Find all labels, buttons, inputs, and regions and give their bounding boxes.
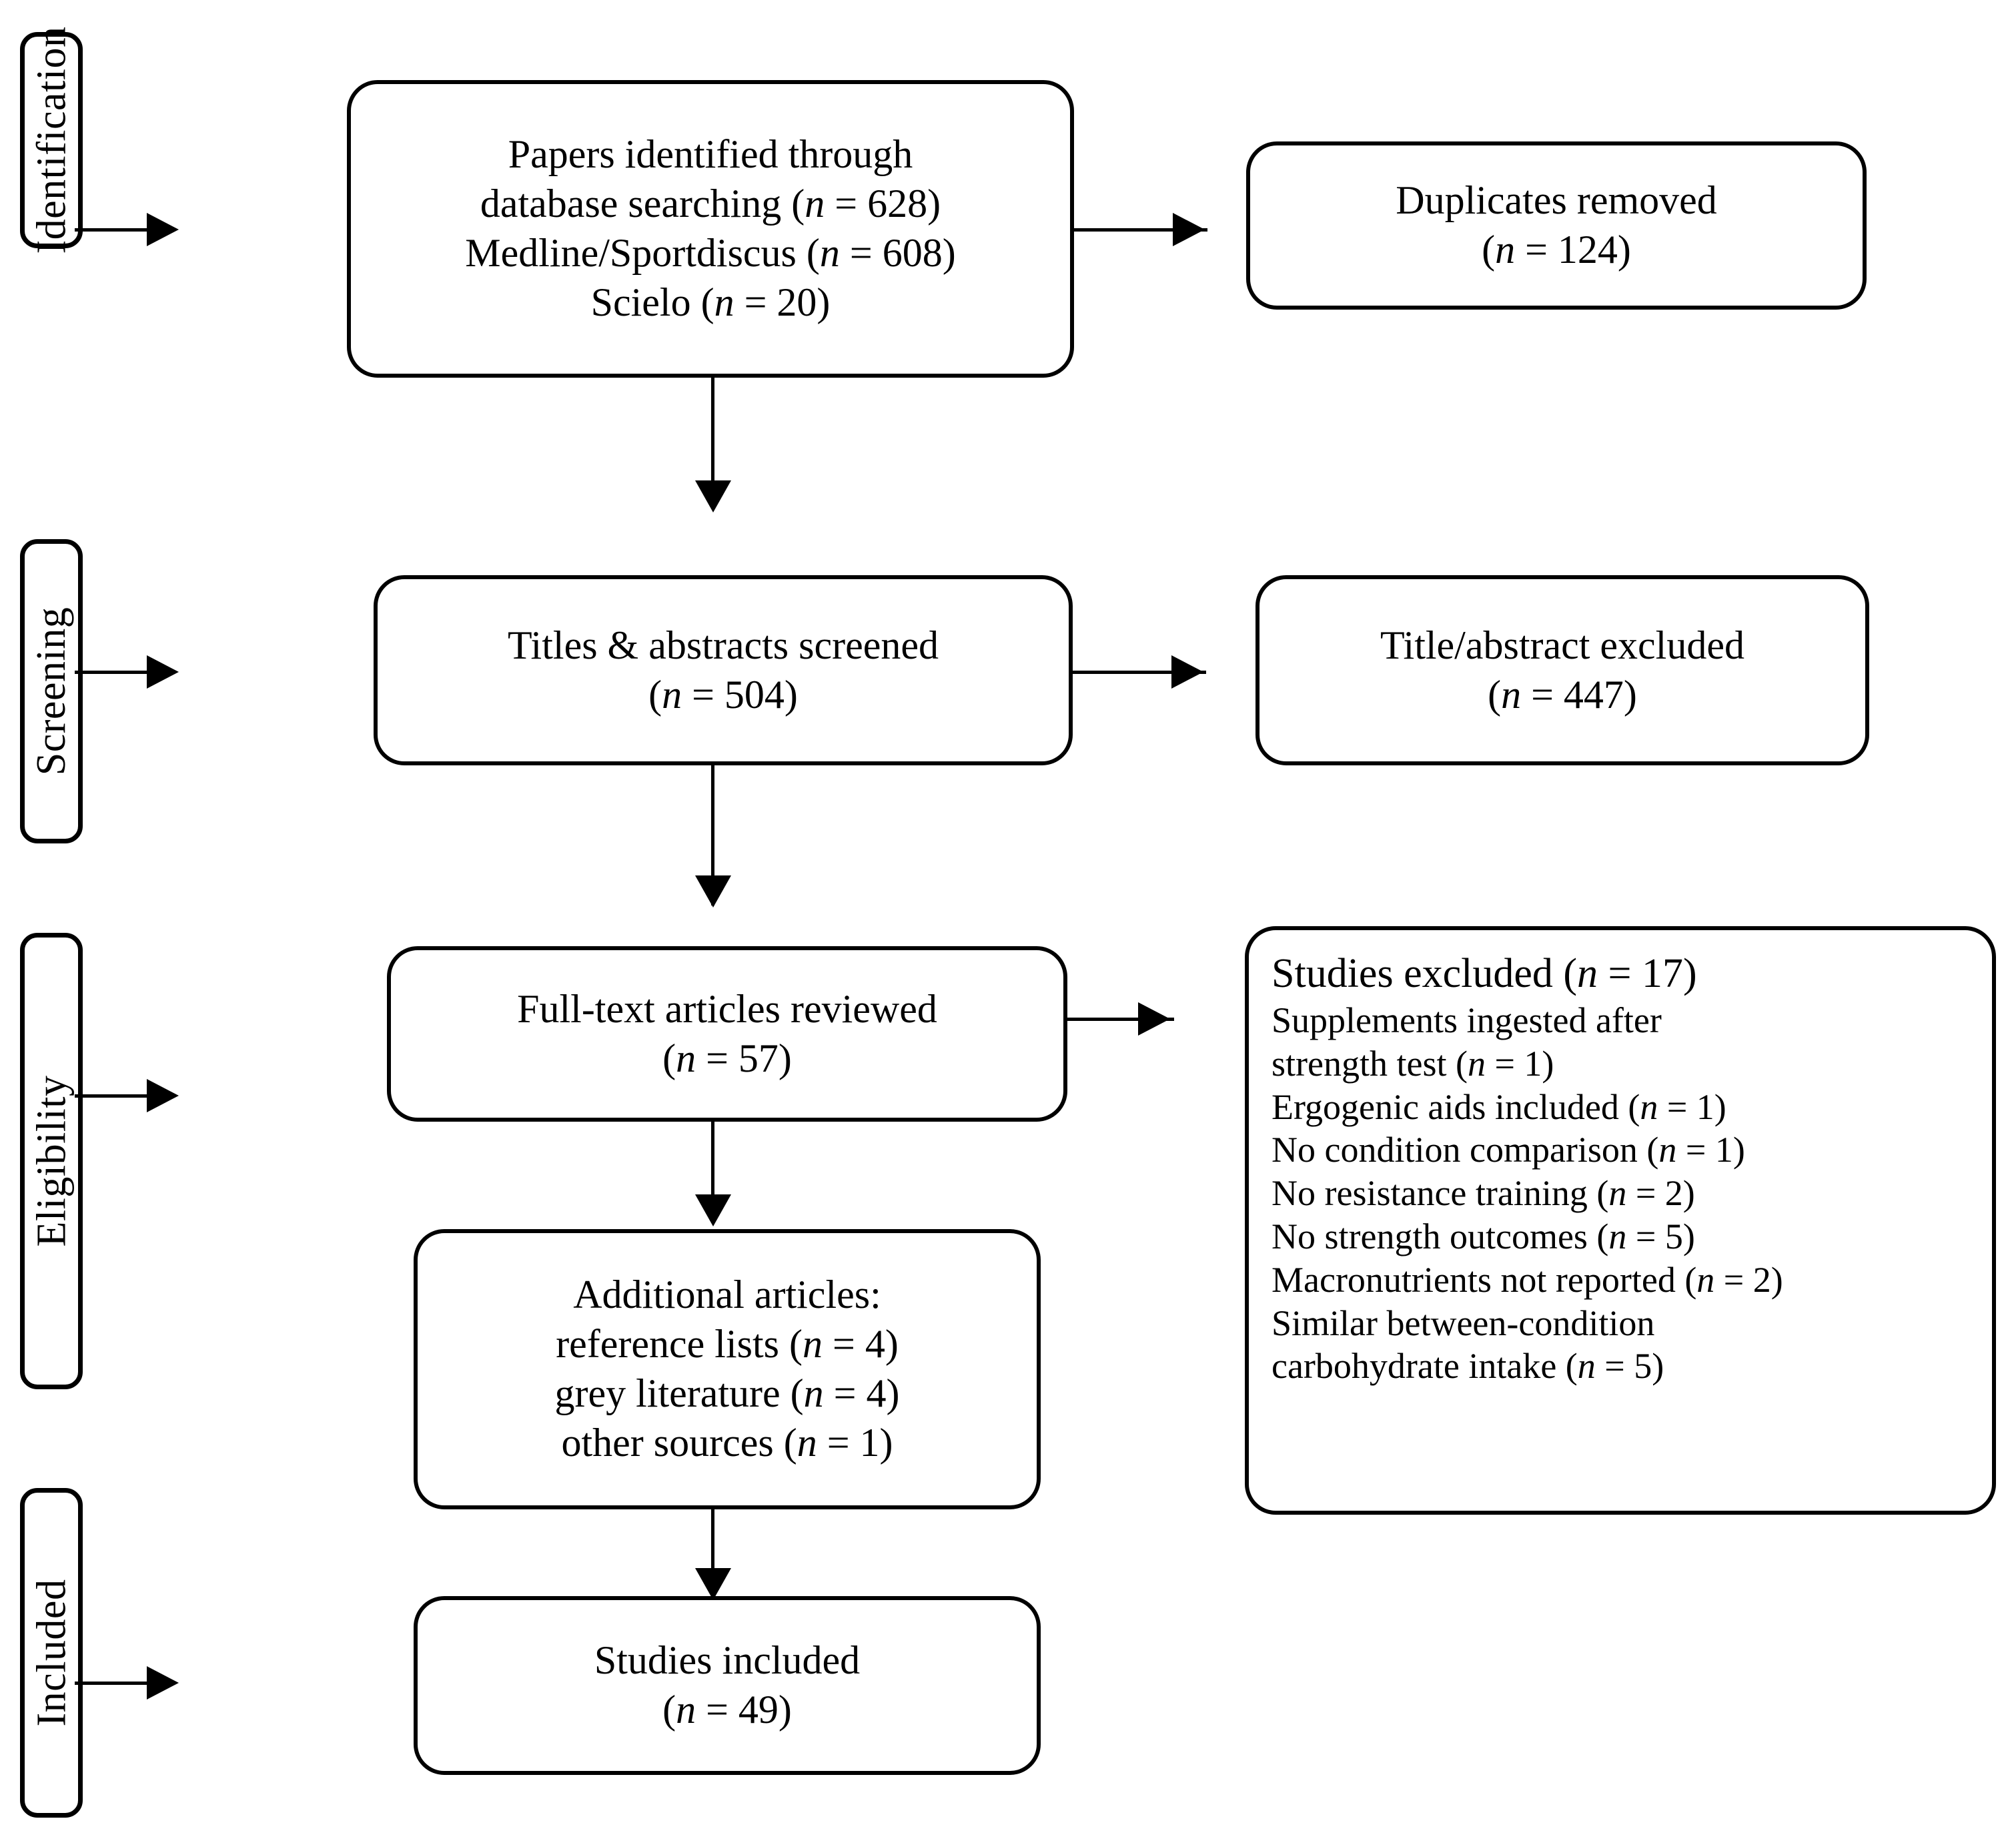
- exclusion-reason: No resistance training (n = 2): [1272, 1173, 1695, 1214]
- connector-included-entry: [75, 1682, 148, 1685]
- node-line: (n = 57): [662, 1036, 792, 1080]
- exclusion-reason: carbohydrate intake (n = 5): [1272, 1346, 1664, 1387]
- arrowhead-additional: [695, 1194, 731, 1226]
- node-title-abstract-excluded[interactable]: Title/abstract excluded (n = 447): [1255, 575, 1869, 765]
- node-full-text-articles-reviewed[interactable]: Full-text articles reviewed (n = 57): [387, 946, 1067, 1122]
- node-line: (n = 504): [648, 672, 798, 717]
- exclusion-reason: Ergogenic aids included (n = 1): [1272, 1086, 1726, 1127]
- arrowhead-included-entry: [147, 1666, 179, 1700]
- node-studies-included[interactable]: Studies included (n = 49): [414, 1596, 1041, 1775]
- node-additional-articles[interactable]: Additional articles: reference lists (n …: [414, 1229, 1041, 1509]
- studies-excluded-heading: Studies excluded (n = 17): [1272, 951, 1697, 996]
- node-line: Studies included: [594, 1638, 861, 1683]
- connector-identification-entry: [75, 228, 148, 232]
- connector-screening-entry: [75, 671, 148, 674]
- arrowhead-included: [695, 1568, 731, 1600]
- node-duplicates-removed[interactable]: Duplicates removed (n = 124): [1246, 141, 1867, 310]
- arrowhead-screened: [695, 480, 731, 512]
- exclusion-reason: Supplements ingested after: [1272, 1000, 1662, 1041]
- stage-label-identification-text: Identification: [29, 26, 75, 254]
- connector-screened-to-fulltext: [711, 765, 714, 905]
- connector-screened-to-excluded: [1073, 671, 1206, 674]
- node-line: Additional articles:: [573, 1272, 881, 1317]
- arrowhead-identification-entry: [147, 213, 179, 246]
- node-line: Duplicates removed: [1396, 178, 1717, 223]
- stage-label-eligibility: Eligibility: [20, 933, 83, 1389]
- node-titles-abstracts-screened[interactable]: Titles & abstracts screened (n = 504): [374, 575, 1073, 765]
- node-line: Papers identified through: [508, 132, 913, 177]
- node-line: (n = 447): [1488, 672, 1637, 717]
- stage-label-identification: Identification: [20, 27, 83, 254]
- node-line: (n = 49): [662, 1688, 792, 1732]
- exclusion-reason: Macronutrients not reported (n = 2): [1272, 1259, 1783, 1300]
- node-studies-excluded[interactable]: Studies excluded (n = 17) Supplements in…: [1245, 926, 1996, 1515]
- arrowhead-title-abstract-excluded: [1171, 655, 1203, 689]
- arrowhead-duplicates: [1173, 213, 1205, 246]
- stage-label-screening: Screening: [20, 539, 83, 843]
- exclusion-reason: strength test (n = 1): [1272, 1043, 1554, 1084]
- arrowhead-eligibility-entry: [147, 1079, 179, 1112]
- connector-fulltext-to-studies-excluded: [1067, 1018, 1174, 1021]
- connector-identified-to-screened: [711, 378, 714, 504]
- exclusion-reason: No strength outcomes (n = 5): [1272, 1216, 1695, 1256]
- connector-fulltext-to-additional: [711, 1122, 714, 1215]
- arrowhead-screening-entry: [147, 655, 179, 689]
- arrowhead-studies-excluded: [1138, 1002, 1170, 1036]
- connector-identified-to-duplicates: [1074, 228, 1207, 232]
- connector-eligibility-entry: [75, 1094, 148, 1098]
- node-line: Full-text articles reviewed: [517, 986, 937, 1031]
- node-line: Scielo (n = 20): [590, 280, 831, 324]
- node-line: Titles & abstracts screened: [508, 623, 939, 667]
- arrowhead-fulltext: [695, 875, 731, 907]
- stage-label-included: Included: [20, 1488, 83, 1818]
- exclusion-reason: No condition comparison (n = 1): [1272, 1130, 1745, 1170]
- node-line: Title/abstract excluded: [1380, 623, 1744, 667]
- node-line: database searching (n = 628): [480, 181, 941, 226]
- stage-label-screening-text: Screening: [29, 607, 75, 776]
- stage-label-included-text: Included: [29, 1579, 75, 1727]
- node-papers-identified[interactable]: Papers identified through database searc…: [347, 80, 1074, 378]
- stage-label-eligibility-text: Eligibility: [29, 1075, 75, 1247]
- exclusion-reason: Similar between-condition: [1272, 1303, 1655, 1343]
- node-line: other sources (n = 1): [561, 1420, 893, 1465]
- node-line: Medline/Sportdiscus (n = 608): [465, 231, 956, 275]
- node-line: grey literature (n = 4): [554, 1371, 900, 1415]
- connector-additional-to-included: [711, 1509, 714, 1589]
- node-line: reference lists (n = 4): [556, 1322, 899, 1367]
- node-line: (n = 124): [1482, 228, 1631, 272]
